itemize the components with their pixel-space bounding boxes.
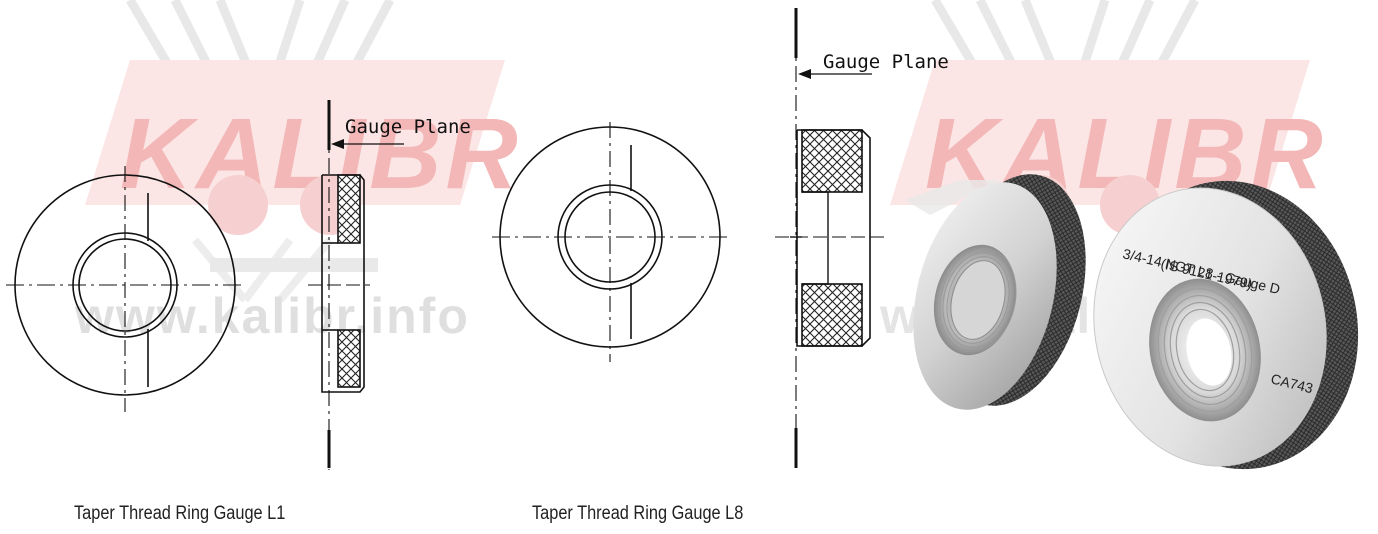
l1-gauge-plane-label: Gauge Plane: [345, 116, 471, 138]
ring-gauge-photo-a: [905, 174, 1086, 410]
caption-l8: Taper Thread Ring Gauge L8: [532, 503, 744, 524]
ring-gauge-photo-b: [1093, 180, 1359, 470]
watermark-logo-left: KALIBR www.kalibr.info: [74, 0, 518, 344]
l8-front-view: [492, 122, 728, 362]
l8-side-section: [775, 8, 885, 470]
l1-front-view: [6, 166, 242, 412]
l1-side-section: [308, 100, 404, 470]
caption-l1: Taper Thread Ring Gauge L1: [74, 503, 286, 524]
l8-gauge-plane-label: Gauge Plane: [823, 51, 949, 73]
